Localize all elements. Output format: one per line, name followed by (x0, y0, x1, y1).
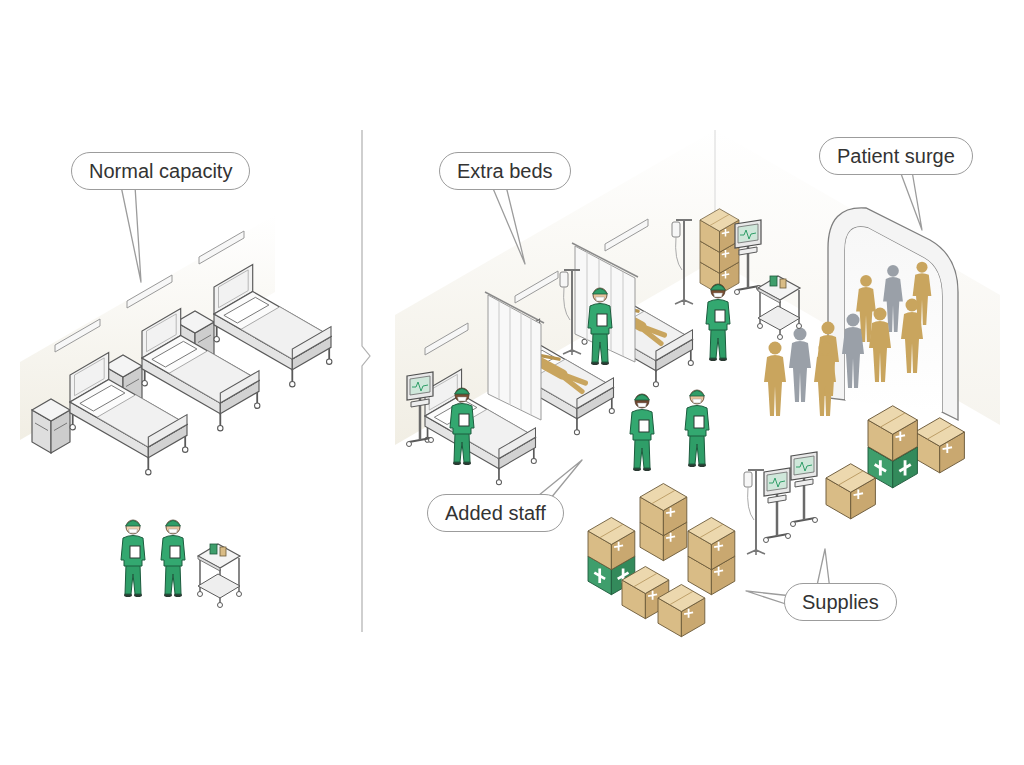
hospital-bed (70, 353, 188, 475)
entrance-arch (828, 208, 958, 420)
callout-bubble: Added staff (427, 494, 564, 532)
left-room (20, 215, 332, 608)
staff-figure (685, 390, 709, 467)
supply-cart (198, 544, 242, 608)
privacy-curtain (485, 292, 544, 420)
iv-pole (560, 270, 581, 355)
supply-boxes (826, 406, 964, 519)
patient-monitor (764, 468, 791, 543)
patient-monitor (735, 220, 762, 295)
side-wall (715, 130, 1000, 425)
iv-pole (744, 470, 765, 555)
supply-box (700, 209, 739, 253)
callout-bubble: Normal capacity (71, 152, 250, 190)
callout-text: Supplies (802, 591, 879, 613)
supply-cart (758, 276, 802, 340)
staff-figure (121, 520, 145, 597)
callout-bubble: Patient surge (819, 137, 973, 175)
staff-figure (450, 388, 474, 465)
callout-text: Normal capacity (89, 160, 232, 182)
callout-tails (121, 171, 922, 606)
iv-pole (672, 220, 693, 305)
supply-boxes (588, 484, 735, 637)
callout-bubble: Extra beds (439, 152, 571, 190)
staff-figure (630, 394, 654, 471)
callout-bubble: Supplies (784, 583, 897, 621)
staff-figure (161, 520, 185, 597)
hospital-bed (425, 369, 536, 485)
panel-divider (362, 130, 370, 632)
patient-monitor (407, 372, 434, 447)
callout-text: Added staff (445, 502, 546, 524)
staff-figure (588, 288, 612, 365)
right-room (395, 130, 1000, 637)
patient-monitor (791, 452, 818, 527)
callout-text: Extra beds (457, 160, 553, 182)
callout-text: Patient surge (837, 145, 955, 167)
hospital-bed (582, 271, 693, 387)
staff-figure (706, 284, 730, 361)
nightstand (32, 399, 70, 453)
